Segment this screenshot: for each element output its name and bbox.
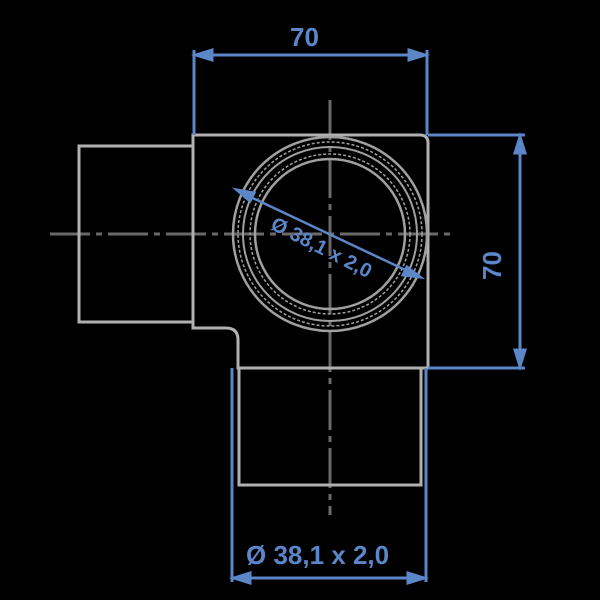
bottom-tube-stub <box>237 366 423 487</box>
left-tube-stub <box>77 144 195 324</box>
bore-rings <box>231 135 429 333</box>
top-width-dimension-label: 70 <box>290 22 319 52</box>
bottom-tube-dimension-label: Ø 38,1 x 2,0 <box>246 540 390 570</box>
dimension-lines <box>190 47 528 586</box>
right-height-dimension-label: 70 <box>476 251 507 280</box>
center-lines <box>50 100 452 515</box>
